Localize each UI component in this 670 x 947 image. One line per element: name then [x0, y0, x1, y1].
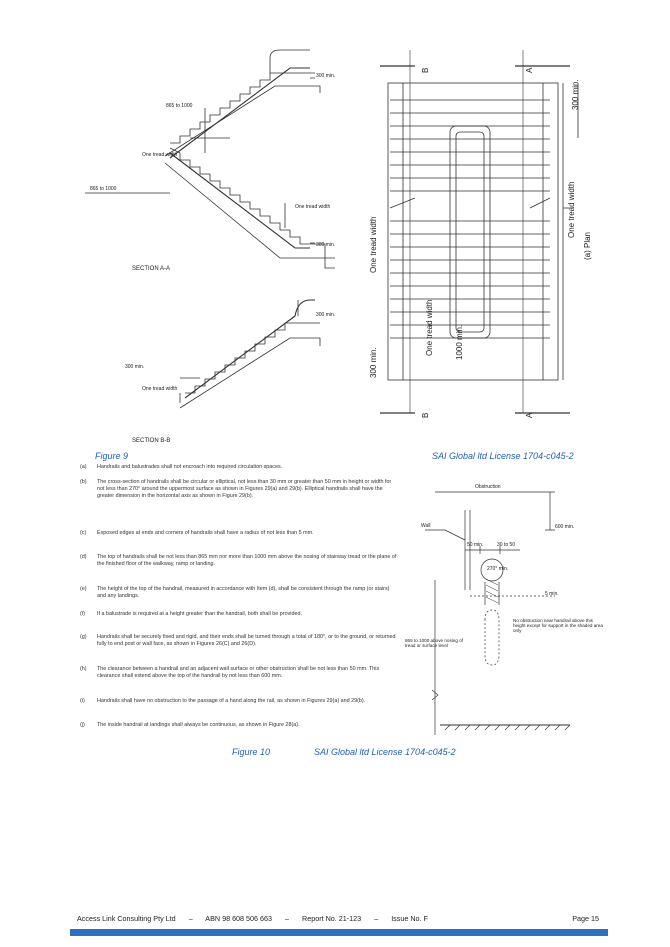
figure-9: 300 min. 865 to 1000 One tread width 865…	[70, 38, 605, 462]
clause-item: (j)The inside handrail at landings shall…	[80, 722, 300, 728]
section-a-title: SECTION A-A	[132, 266, 170, 272]
fig10-dim-30-50: 30 to 50	[497, 542, 515, 548]
plan-marker-a-bottom: A	[525, 412, 534, 418]
figure-9-license: SAI Global ltd License 1704-c045-2	[432, 451, 574, 461]
fig10-dim-5: 5 min.	[545, 591, 559, 597]
section-a-label-865-a: 865 to 1000	[166, 103, 193, 109]
fig10-wall: Wall	[421, 523, 431, 529]
section-a-label-300: 300 min.	[316, 73, 335, 79]
clause-item: (c)Exposed edges at ends and corners of …	[80, 530, 314, 536]
fig10-no-obstruction-note: No obstruction near handrail above this …	[513, 618, 603, 634]
plan-marker-a-top: A	[525, 67, 534, 73]
footer-page-number: Page 15	[572, 914, 599, 923]
clause-item: (b)The cross-section of handrails shall …	[80, 479, 392, 499]
fig10-obstruction: Obstruction	[475, 484, 501, 490]
plan-label-300-top: 300 min.	[571, 79, 580, 110]
clause-item: (h)The clearance between a handrail and …	[80, 666, 380, 679]
clause-item: (g)Handrails shall be securely fixed and…	[80, 634, 396, 647]
fig10-height-note: 865 to 1000 above nosing of tread or sur…	[405, 638, 463, 649]
fig10-dim-50: 50 min.	[467, 542, 483, 548]
footer-company: Access Link Consulting Pty Ltd	[77, 914, 176, 923]
clause-item: (i)Handrails shall have no obstruction t…	[80, 698, 366, 704]
figure-9-caption: Figure 9	[95, 451, 129, 461]
plan-marker-b-top: B	[421, 68, 430, 73]
fig10-dim-270: 270° min.	[487, 566, 508, 572]
clause-item: (e)The height of the top of the handrail…	[80, 586, 390, 599]
footer-issue: Issue No. F	[391, 914, 428, 923]
page-footer: Access Link Consulting Pty Ltd – ABN 98 …	[77, 914, 599, 923]
footer-bar	[70, 929, 608, 936]
section-b-label-300-b: 300 min.	[125, 364, 144, 370]
footer-sep: –	[285, 914, 290, 923]
section-a-label-300-b: 300 min.	[316, 242, 335, 248]
section-a-label-865-b: 865 to 1000	[90, 186, 117, 192]
plan-label-300-bottom: 300 min.	[369, 347, 378, 378]
clause-item: (d)The top of handrails shall be not les…	[80, 554, 397, 567]
clause-item: (a)Handrails and balustrades shall not e…	[80, 464, 283, 470]
plan-one-tread-left: One tread width	[369, 217, 378, 273]
footer-abn: ABN 98 608 506 663	[205, 914, 273, 923]
figure-10-drawing: Obstruction Wall 600 min. 50 min. 30 to …	[405, 484, 603, 735]
section-a-one-tread-a: One tread width	[142, 152, 178, 158]
plan-marker-b-bottom: B	[421, 413, 430, 418]
footer-report: Report No. 21-123	[302, 914, 362, 923]
figure-10: Obstruction Wall 600 min. 50 min. 30 to …	[405, 470, 605, 745]
footer-sep: –	[188, 914, 193, 923]
fig10-dim-600: 600 min.	[555, 524, 574, 530]
plan-label-1000: 1000 min.	[455, 325, 464, 360]
section-b-title: SECTION B-B	[132, 438, 170, 444]
section-a-one-tread-b: One tread width	[295, 204, 331, 210]
section-b-one-tread: One tread width	[142, 386, 178, 392]
section-b-label-300: 300 min.	[316, 312, 335, 318]
footer-sep: –	[374, 914, 379, 923]
plan-title: (a) Plan	[583, 232, 592, 260]
plan-one-tread-right: One tread width	[567, 182, 576, 238]
figure-10-caption: Figure 10	[232, 747, 271, 757]
figure-9-drawing: 300 min. 865 to 1000 One tread width 865…	[85, 49, 592, 444]
clause-item: (f)If a balustrade is required at a heig…	[80, 611, 302, 617]
plan-one-tread-mid: One tread width	[425, 300, 434, 356]
figure-10-license: SAI Global ltd License 1704-c045-2	[314, 747, 456, 757]
